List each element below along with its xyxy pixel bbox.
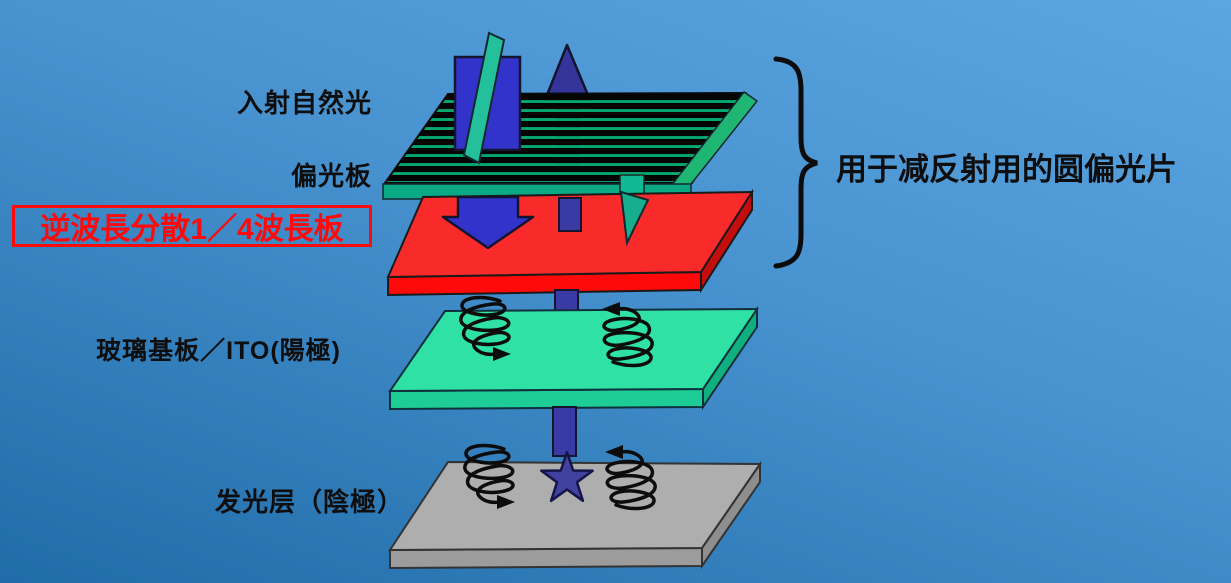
spiral-cw-icon bbox=[459, 295, 511, 361]
emission-star-icon bbox=[540, 450, 594, 503]
spiral-cw-icon bbox=[463, 443, 515, 509]
spiral-ccw-icon bbox=[602, 302, 654, 368]
spiral-ccw-icon bbox=[605, 445, 657, 511]
down-arrow-icon bbox=[441, 195, 535, 250]
label-emitting-layer: 发光层（陰極） bbox=[214, 487, 404, 517]
grouping-brace bbox=[773, 56, 818, 269]
teal-wedge bbox=[619, 190, 650, 247]
label-polarizer: 偏光板 bbox=[290, 161, 372, 191]
emitting-layer-plate bbox=[388, 460, 762, 570]
label-waveplate-box: 逆波長分散1／4波長板 bbox=[12, 205, 372, 247]
glass-ito-plate bbox=[388, 305, 759, 411]
polarizer-plate bbox=[382, 90, 759, 205]
label-circular-polarizer-note: 用于减反射用的圆偏光片 bbox=[836, 152, 1177, 187]
light-shaft-1 bbox=[558, 197, 582, 232]
teal-plane bbox=[462, 31, 506, 165]
label-waveplate: 逆波長分散1／4波長板 bbox=[40, 213, 344, 246]
light-shaft-3 bbox=[552, 406, 577, 457]
label-glass-ito: 玻璃基板／ITO(陽極) bbox=[96, 337, 341, 365]
incident-polarization-slab bbox=[453, 31, 522, 165]
label-incident-light: 入射自然光 bbox=[236, 88, 372, 118]
